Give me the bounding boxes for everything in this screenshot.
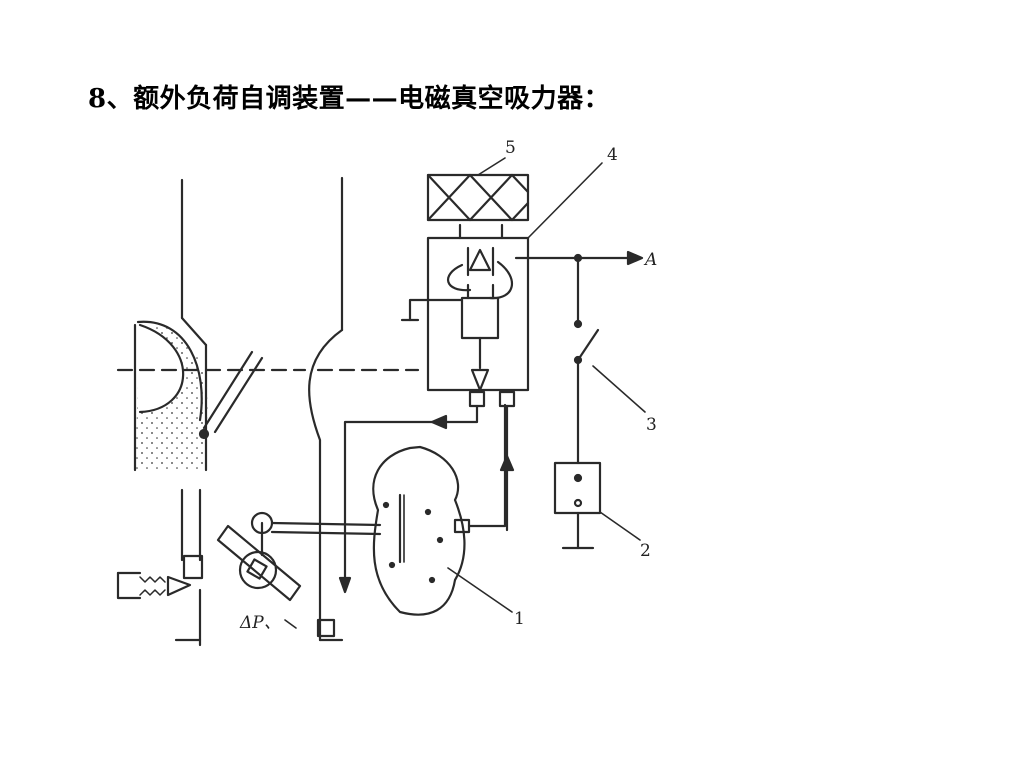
label-part-4: 4: [607, 145, 618, 165]
electromagnet-coil: [426, 173, 530, 222]
throttle-plate: [216, 511, 382, 602]
slide-title: 8、额外负荷自调装置——电磁真空吸力器：: [88, 84, 611, 114]
signal-wiring: [514, 250, 644, 465]
label-signal-a: A: [643, 250, 657, 270]
intake-manifold: [308, 176, 420, 642]
diagram-svg: 5 4 3 2 1 A ΔP、: [116, 138, 657, 647]
vacuum-diaphragm: [372, 403, 507, 616]
leader-lines: [284, 157, 646, 629]
label-part-3: 3: [646, 415, 657, 435]
label-part-5: 5: [505, 138, 516, 158]
carburetor-body: [116, 178, 307, 647]
vacuum-booster-diagram: 5 4 3 2 1 A ΔP、: [100, 130, 680, 660]
power-source: [553, 461, 602, 550]
label-part-1: 1: [514, 609, 525, 629]
label-part-2: 2: [640, 541, 651, 561]
label-pressure-diff: ΔP、: [239, 613, 281, 633]
vacuum-tubes: [338, 404, 515, 594]
float-valve: [116, 571, 192, 600]
linkage-arm: [198, 350, 264, 440]
solenoid-valve: [400, 223, 530, 408]
